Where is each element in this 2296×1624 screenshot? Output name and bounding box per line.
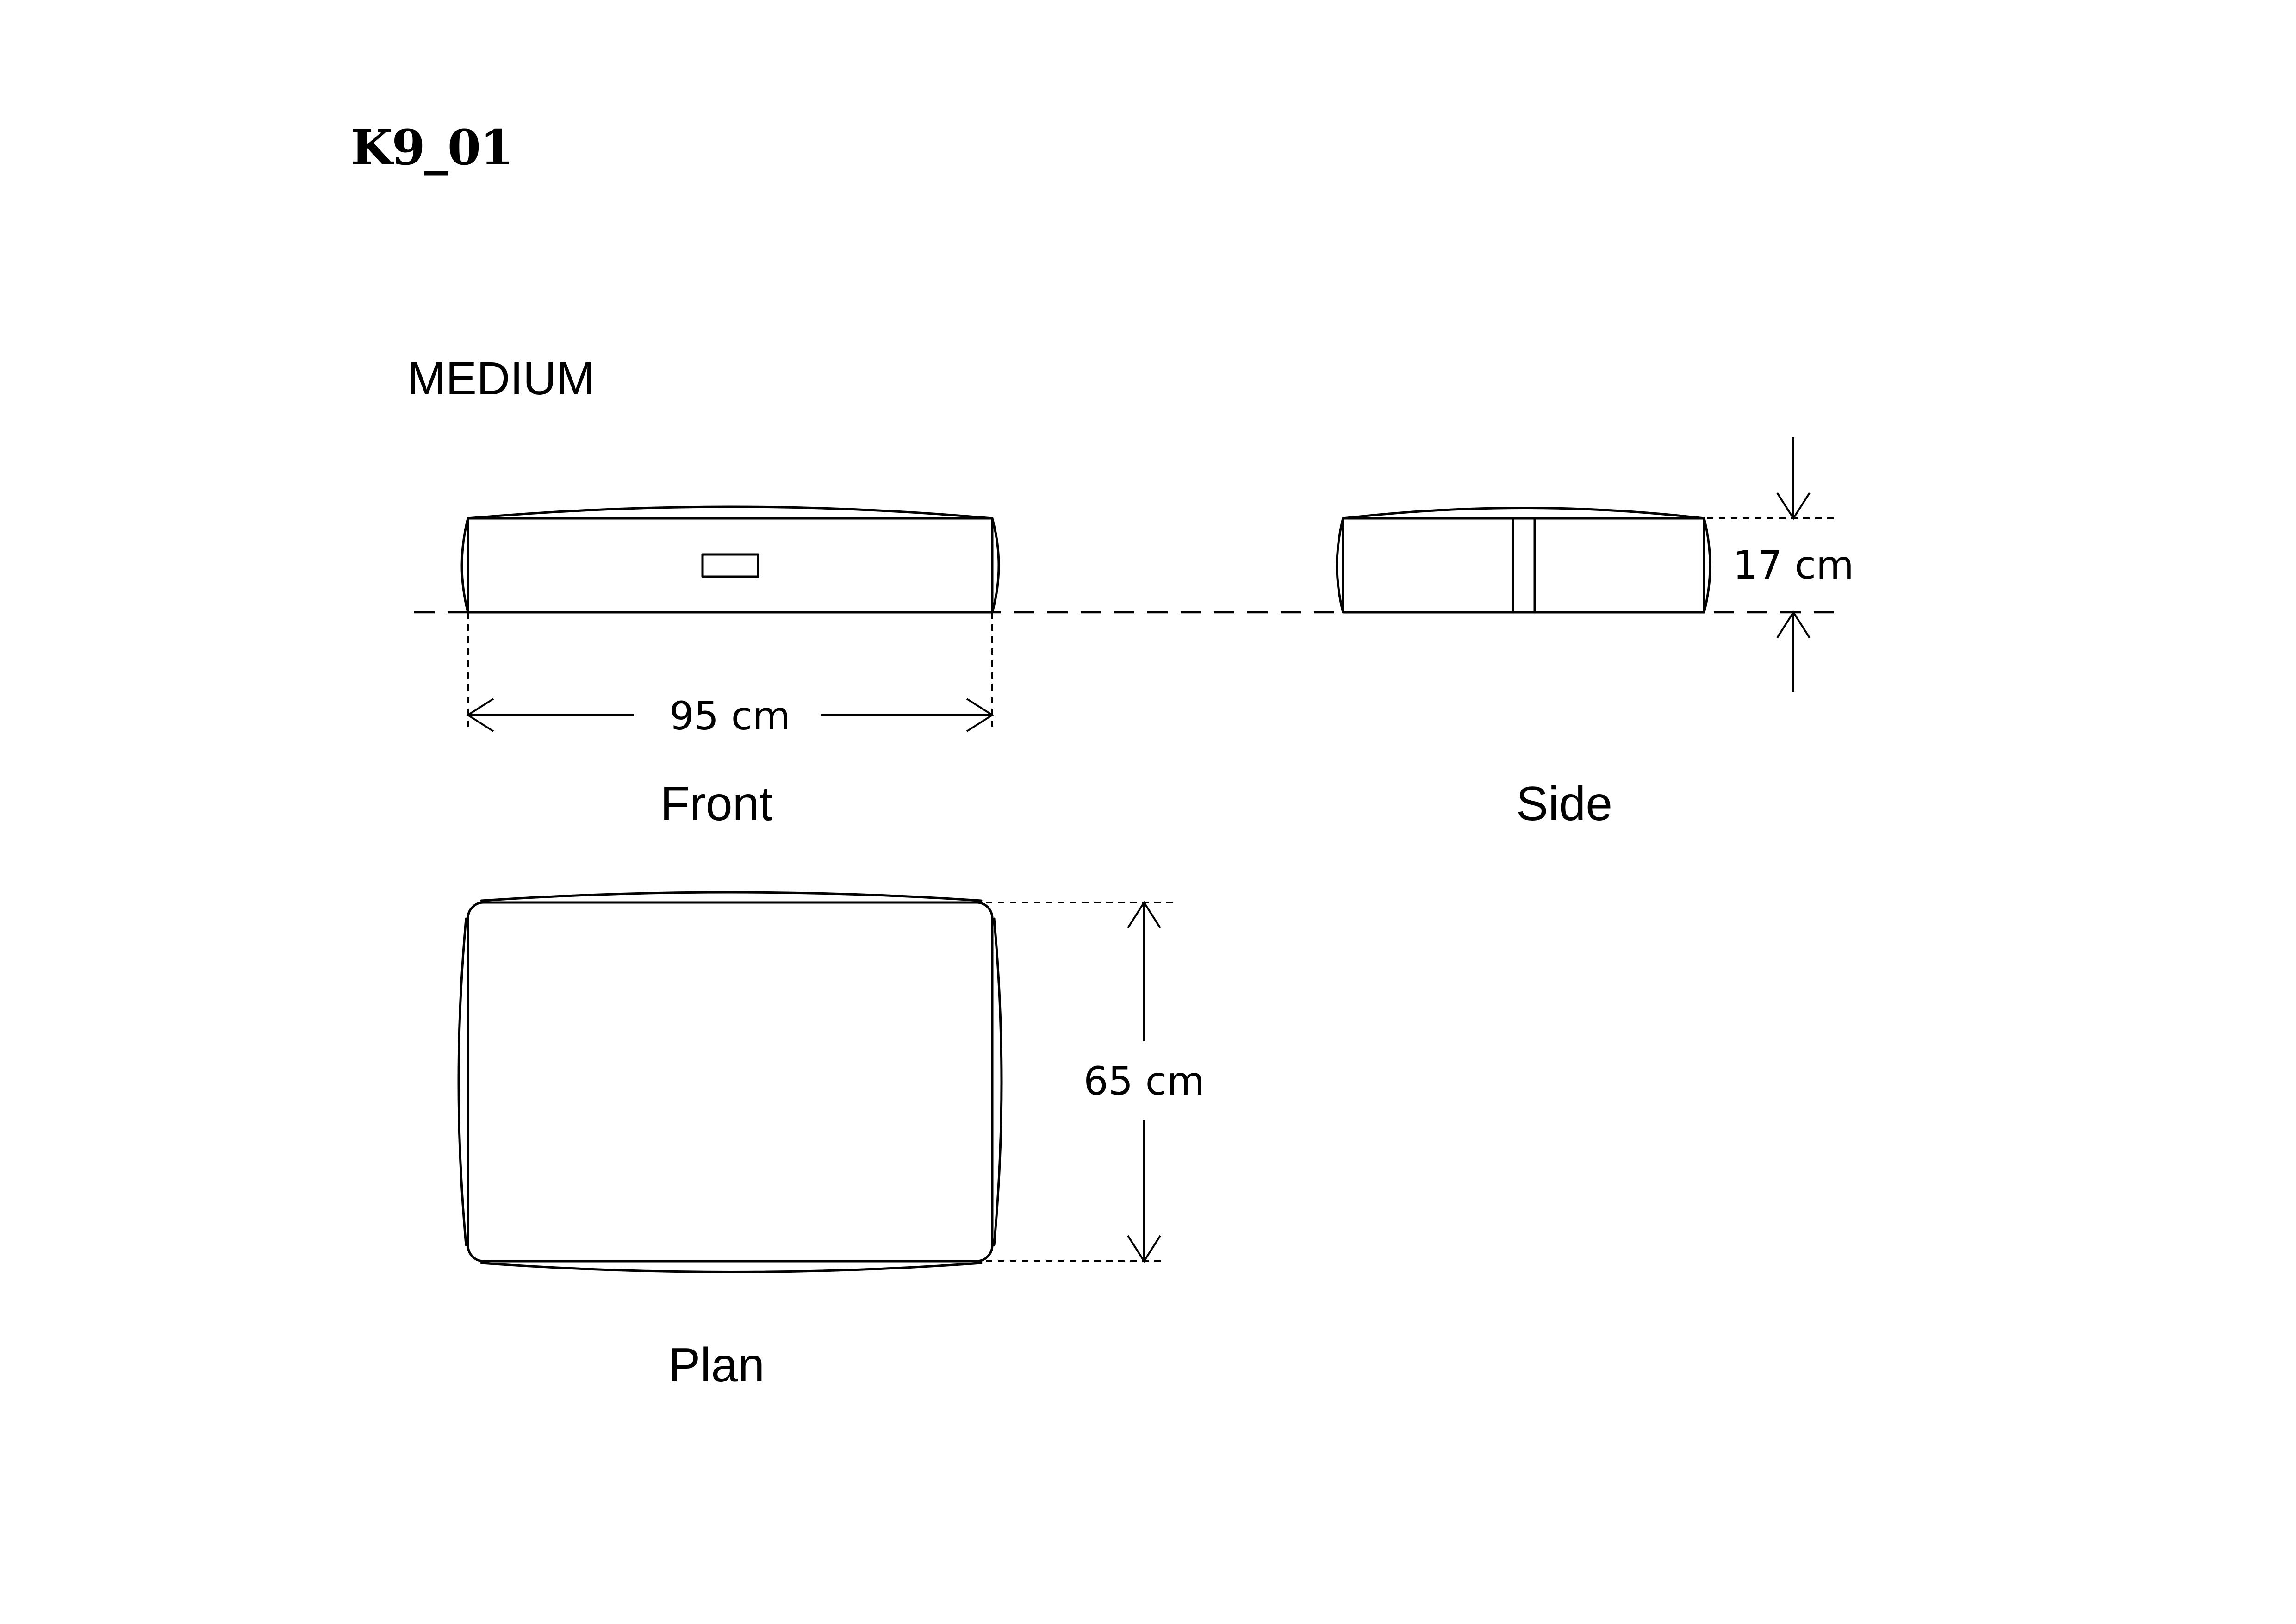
- depth-arrow-top-icon: [1127, 901, 1161, 929]
- side-cushion-top-edge: [1342, 507, 1705, 520]
- side-cushion-left-bulge: [1336, 517, 1344, 614]
- depth-dimension: 65 cm: [986, 901, 1205, 1263]
- side-view-label: Side: [1516, 777, 1612, 831]
- width-arrow-right-icon: [966, 698, 994, 732]
- size-name: MEDIUM: [407, 353, 595, 404]
- front-cushion-body: [467, 517, 994, 614]
- plan-cushion-left-bulge: [457, 917, 467, 1246]
- depth-dimension-label: 65 cm: [1083, 1058, 1205, 1104]
- side-cushion-right-bulge: [1703, 517, 1711, 614]
- front-cushion-left-bulge: [460, 517, 469, 614]
- plan-view-label: Plan: [668, 1338, 765, 1392]
- plan-view: [457, 891, 1003, 1273]
- height-dimension: 17 cm: [1707, 437, 1854, 692]
- side-strap: [1512, 517, 1536, 614]
- plan-cushion-bottom-edge: [480, 1262, 983, 1273]
- front-view: [460, 505, 1000, 614]
- height-dimension-label: 17 cm: [1733, 542, 1854, 588]
- front-view-label: Front: [660, 777, 773, 831]
- plan-cushion-right-bulge: [993, 917, 1003, 1246]
- side-view: [1336, 507, 1711, 614]
- side-cushion-body: [1342, 517, 1705, 614]
- plan-cushion-body: [467, 901, 994, 1263]
- front-label-tag: [701, 553, 759, 578]
- plan-cushion-top-edge: [480, 891, 983, 902]
- height-arrow-bottom-icon: [1776, 610, 1811, 639]
- width-dimension: 95 cm: [466, 612, 994, 739]
- product-code: K9_01: [351, 119, 512, 176]
- front-cushion-right-bulge: [991, 517, 1000, 614]
- width-dimension-label: 95 cm: [669, 693, 790, 739]
- height-arrow-top-icon: [1776, 492, 1811, 520]
- width-arrow-left-icon: [466, 698, 494, 732]
- depth-arrow-bottom-icon: [1127, 1235, 1161, 1263]
- front-cushion-top-edge: [467, 505, 994, 520]
